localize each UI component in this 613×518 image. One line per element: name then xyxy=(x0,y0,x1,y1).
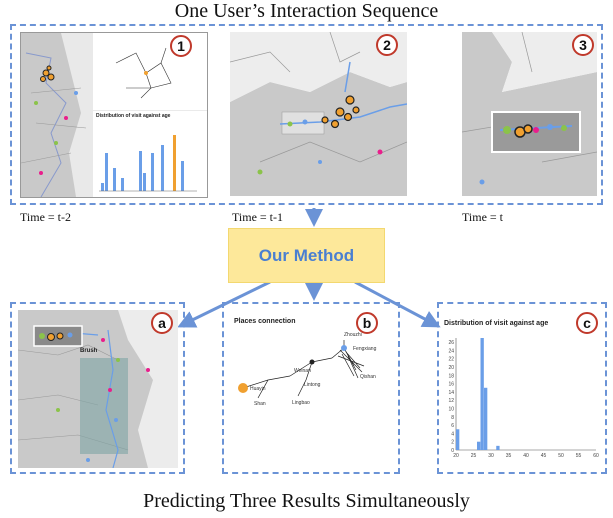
y-tick-label: 6 xyxy=(451,423,454,429)
result-a-map-svg xyxy=(18,310,178,468)
bar xyxy=(496,445,500,450)
panel-1-map xyxy=(21,33,207,197)
badge-b: b xyxy=(356,312,378,334)
panel-3-map xyxy=(462,32,597,196)
bar xyxy=(477,441,481,450)
sequence-container xyxy=(10,24,603,205)
x-tick-label: 25 xyxy=(471,453,477,459)
places-connection-title: Places connection xyxy=(234,318,296,325)
sequence-panel-2: 2 xyxy=(230,32,407,196)
sequence-panel-3: 3 xyxy=(462,32,597,196)
x-tick-label: 55 xyxy=(576,453,582,459)
x-tick-label: 60 xyxy=(593,453,599,459)
bar xyxy=(456,429,460,450)
panel-1-chart-title: Distribution of visit against age xyxy=(96,113,171,119)
time-label-t-1: Time = t-1 xyxy=(232,210,283,224)
node-label-qishan: Qishan xyxy=(360,374,376,380)
page-subtitle: Predicting Three Results Simultaneously xyxy=(143,490,470,512)
result-c-container xyxy=(437,302,607,474)
x-tick-label: 35 xyxy=(506,453,512,459)
result-a-container xyxy=(10,302,185,474)
y-tick-label: 12 xyxy=(448,398,454,404)
y-tick-label: 20 xyxy=(448,365,454,371)
y-tick-label: 4 xyxy=(451,431,454,437)
page-title: One User’s Interaction Sequence xyxy=(174,0,439,22)
y-tick-label: 8 xyxy=(451,415,454,421)
node-label-zhouzhi: Zhouzhi xyxy=(344,332,362,338)
panel-2-map xyxy=(230,32,407,196)
sequence-panel-1: Distribution of visit against age 1 xyxy=(20,32,208,198)
y-tick-label: 22 xyxy=(448,357,454,363)
x-tick-label: 20 xyxy=(453,453,459,459)
result-b-container xyxy=(222,302,400,474)
x-tick-label: 45 xyxy=(541,453,547,459)
y-tick-label: 26 xyxy=(448,340,454,346)
badge-3: 3 xyxy=(572,34,594,56)
brush-label: Brush xyxy=(80,348,98,354)
y-tick-label: 18 xyxy=(448,373,454,379)
x-tick-label: 40 xyxy=(523,453,529,459)
x-tick-label: 50 xyxy=(558,453,564,459)
y-tick-label: 10 xyxy=(448,407,454,413)
result-b-graph: Places connection Zhouzhi Weinan Fengxia… xyxy=(228,310,394,468)
bar xyxy=(484,387,488,450)
badge-a: a xyxy=(151,312,173,334)
method-label: Our Method xyxy=(258,245,355,265)
time-label-t: Time = t xyxy=(462,210,504,224)
method-box: Our Method xyxy=(228,228,385,283)
y-tick-label: 16 xyxy=(448,382,454,388)
badge-1: 1 xyxy=(170,35,192,57)
places-graph-svg: Zhouzhi Weinan Fengxiang Huayin Lintong … xyxy=(238,332,377,407)
y-tick-label: 24 xyxy=(448,348,454,354)
y-tick-label: 0 xyxy=(451,448,454,454)
y-tick-label: 14 xyxy=(448,390,454,396)
node-label-lintong: Lintong xyxy=(304,382,321,388)
result-a-map: Brush a xyxy=(18,310,178,468)
node-label-weinan: Weinan xyxy=(294,368,311,374)
node-label-fengxiang: Fengxiang xyxy=(353,346,377,352)
age-chart-title: Distribution of visit against age xyxy=(444,320,549,327)
badge-2: 2 xyxy=(376,34,398,56)
bar xyxy=(480,338,484,450)
badge-c: c xyxy=(576,312,598,334)
y-tick-label: 2 xyxy=(451,440,454,446)
node-label-shan: Shan xyxy=(254,401,266,407)
x-tick-label: 30 xyxy=(488,453,494,459)
panel-1-bar-chart xyxy=(99,135,197,192)
time-label-t-2: Time = t-2 xyxy=(20,210,71,224)
node-label-huayin: Huayin xyxy=(250,386,266,392)
node-label-lingbao: Lingbao xyxy=(292,400,310,406)
